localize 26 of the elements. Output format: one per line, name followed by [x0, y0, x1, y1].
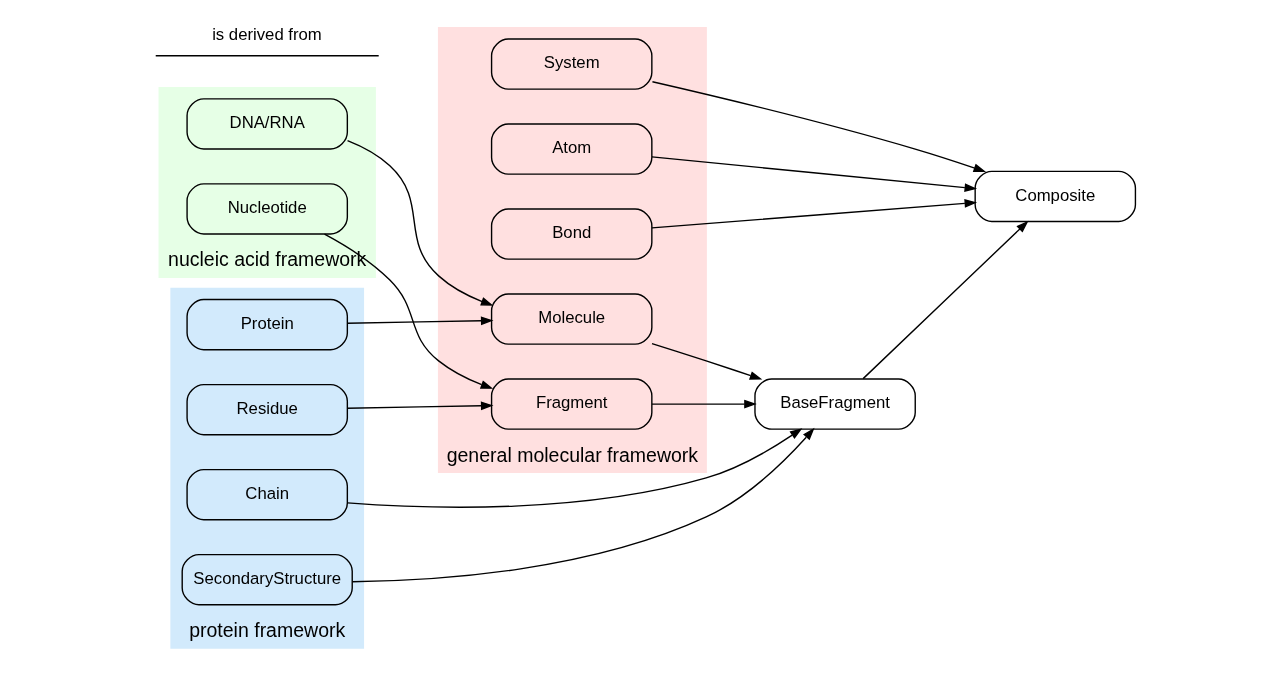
node-box: Bond: [490, 208, 653, 260]
arrow: [346, 428, 803, 508]
node-box: BaseFragment: [754, 378, 916, 430]
node-box: Atom: [490, 123, 653, 175]
arrow: [651, 199, 978, 229]
node-box: SecondaryStructure: [181, 553, 353, 606]
node-box: Nucleotide: [186, 183, 349, 235]
node-box: Protein: [186, 298, 349, 351]
node-box: Composite: [974, 170, 1137, 223]
node-box: Chain: [186, 468, 349, 521]
arrow: [346, 401, 494, 411]
arrow: [346, 316, 494, 326]
arrow: [862, 220, 1029, 380]
node-box: Residue: [186, 383, 349, 436]
arrow: [651, 156, 978, 192]
arrow: [651, 399, 757, 409]
node-box: Molecule: [490, 293, 653, 345]
arrow: [351, 427, 815, 583]
arrow: [651, 342, 763, 380]
node-box: System: [490, 38, 653, 90]
arrow: [323, 233, 494, 389]
arrow: [346, 139, 494, 306]
legend-label: is derived from: [212, 24, 322, 44]
node-box: DNA/RNA: [186, 98, 349, 150]
node-box: Fragment: [490, 378, 653, 430]
arrow: [651, 81, 987, 173]
